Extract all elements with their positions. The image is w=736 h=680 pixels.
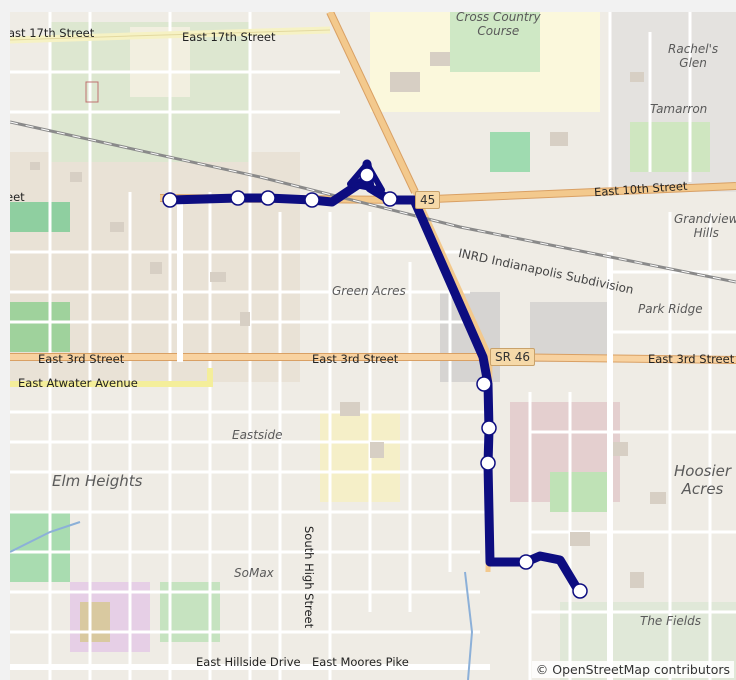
- place-label: SoMax: [234, 566, 274, 580]
- map-canvas[interactable]: ast 17th Street East 17th Street Cross C…: [10, 12, 736, 680]
- bus-stop[interactable]: [162, 192, 178, 208]
- bus-stop[interactable]: [359, 167, 375, 183]
- place-label: Eastside: [232, 428, 283, 442]
- place-label: The Fields: [640, 614, 701, 628]
- bus-stop[interactable]: [260, 190, 276, 206]
- place-label: Grandview Hills: [674, 212, 736, 240]
- bus-stop[interactable]: [481, 420, 497, 436]
- bus-stop[interactable]: [518, 554, 534, 570]
- street-label: ast 17th Street: [10, 26, 95, 40]
- route-shield: SR 46: [490, 348, 536, 366]
- street-label: eet: [10, 190, 25, 204]
- route-shield: 45: [415, 191, 441, 209]
- bus-stop[interactable]: [480, 455, 496, 471]
- bus-stop[interactable]: [304, 192, 320, 208]
- place-label: Park Ridge: [638, 302, 703, 316]
- bus-stop[interactable]: [230, 190, 246, 206]
- map-attribution[interactable]: © OpenStreetMap contributors: [531, 661, 734, 678]
- place-label: Rachel's Glen: [668, 42, 719, 70]
- bus-stop[interactable]: [382, 191, 398, 207]
- street-label: East Moores Pike: [312, 655, 409, 669]
- street-label: East 3rd Street: [38, 352, 125, 366]
- place-label: Tamarron: [650, 102, 708, 116]
- street-label: East Hillside Drive: [196, 655, 301, 669]
- street-label: East 17th Street: [182, 30, 276, 44]
- map-layer: [10, 12, 736, 680]
- place-label: Green Acres: [332, 284, 406, 298]
- street-label: East 3rd Street: [648, 352, 735, 366]
- street-label: East 3rd Street: [312, 352, 399, 366]
- bus-stop[interactable]: [572, 583, 588, 599]
- place-label: Cross Country Course: [456, 12, 541, 38]
- place-label: Elm Heights: [52, 472, 143, 490]
- bus-stop[interactable]: [476, 376, 492, 392]
- street-label: East Atwater Avenue: [18, 376, 138, 390]
- place-label: Hoosier Acres: [674, 462, 732, 498]
- street-label: South High Street: [302, 526, 316, 629]
